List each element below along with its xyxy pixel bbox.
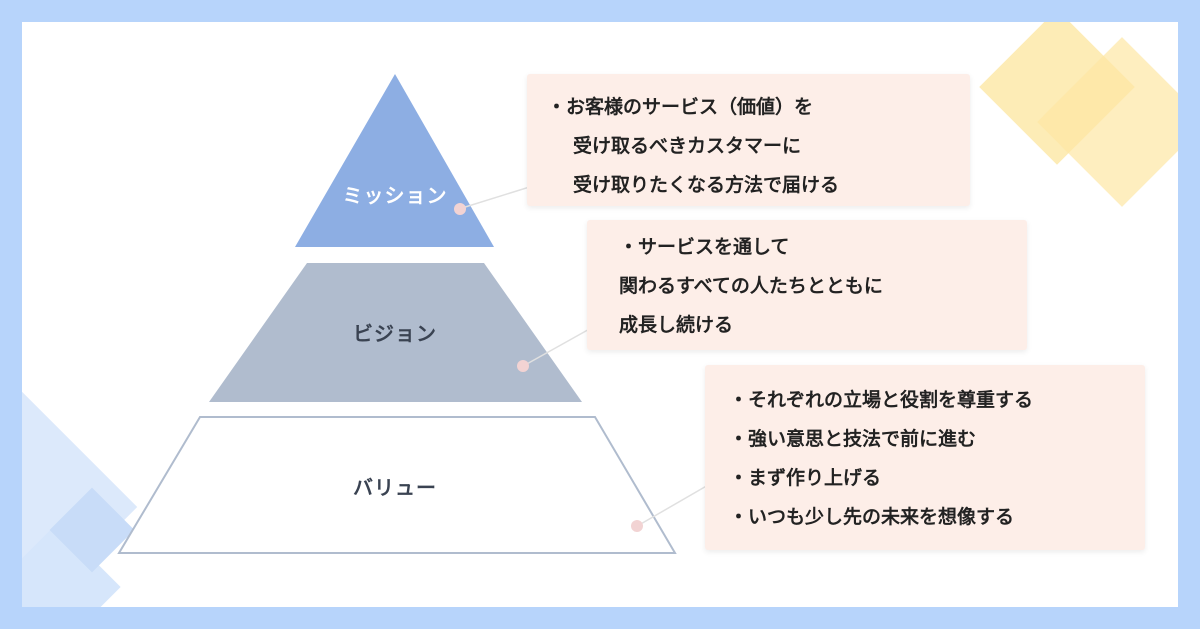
callout-value: ・それぞれの立場と役割を尊重する ・強い意思と技法で前に進む ・まず作り上げる … [705,365,1145,550]
callout-line: ・強い意思と技法で前に進む [729,428,977,450]
callout-line: ・いつも少し先の未来を想像する [729,506,1015,528]
tier-value [117,416,677,554]
pyramid-diagram [117,74,723,554]
tier-label-vision: ビジョン [353,321,437,346]
tier-label-mission: ミッション [342,183,448,208]
canvas: ミッション ビジョン バリュー ・お客様のサービス（価値）を 受け取るべきカスタ… [22,22,1178,607]
tier-label-value: バリュー [353,475,437,500]
callout-line: ・まず作り上げる [729,467,882,489]
callout-line: 受け取るべきカスタマーに [573,135,802,157]
connector-dot-mission [454,203,466,215]
callout-line: ・お客様のサービス（価値）を [547,96,814,118]
callout-line: 関わるすべての人たちとともに [619,275,883,297]
connector-dot-vision [517,360,529,372]
callout-mission: ・お客様のサービス（価値）を 受け取るべきカスタマーに 受け取りたくなる方法で届… [527,74,970,206]
callout-line: ・サービスを通して [619,236,790,258]
callout-vision: ・サービスを通して 関わるすべての人たちとともに 成長し続ける [587,220,1027,350]
connector-dot-value [631,520,643,532]
callout-line: 成長し続ける [619,314,734,336]
tier-vision [209,263,582,402]
callout-line: ・それぞれの立場と役割を尊重する [729,389,1034,411]
tier-mission [295,74,494,247]
callout-line: 受け取りたくなる方法で届ける [573,174,840,196]
